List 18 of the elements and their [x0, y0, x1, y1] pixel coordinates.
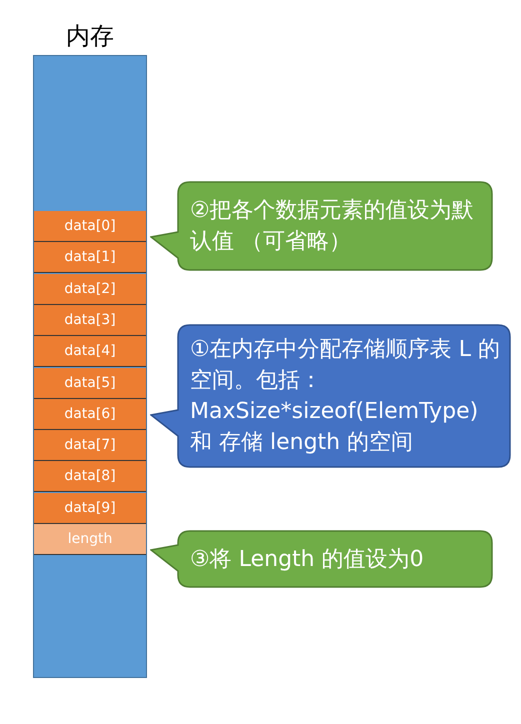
column-heading: 内存 — [65, 21, 115, 52]
memory-cell: data[8] — [34, 461, 146, 492]
memory-cell: length — [34, 524, 146, 555]
callout-bubble — [150, 324, 511, 468]
callout-text: ③将 Length 的值设为0 — [190, 546, 425, 574]
memory-cell: data[0] — [34, 211, 146, 242]
memory-cell: data[6] — [34, 398, 146, 430]
memory-cell: data[7] — [34, 430, 146, 462]
memory-cell: data[4] — [34, 336, 146, 368]
callout-text: ①在内存中分配存储顺序表 L 的空间。包括：MaxSize*sizeof(ElemType) 和 存储 length 的空间 — [190, 336, 501, 457]
memory-cell: data[5] — [34, 368, 146, 398]
callout-bubble — [150, 530, 493, 588]
memory-cell: data[2] — [34, 274, 146, 305]
memory-cell: data[9] — [34, 492, 146, 524]
memory-cell: data[3] — [34, 304, 146, 336]
callout-text: ②把各个数据元素的值设为默认值 （可省略） — [190, 197, 475, 256]
memory-cell: data[1] — [34, 242, 146, 274]
callout-bubble — [150, 181, 493, 271]
